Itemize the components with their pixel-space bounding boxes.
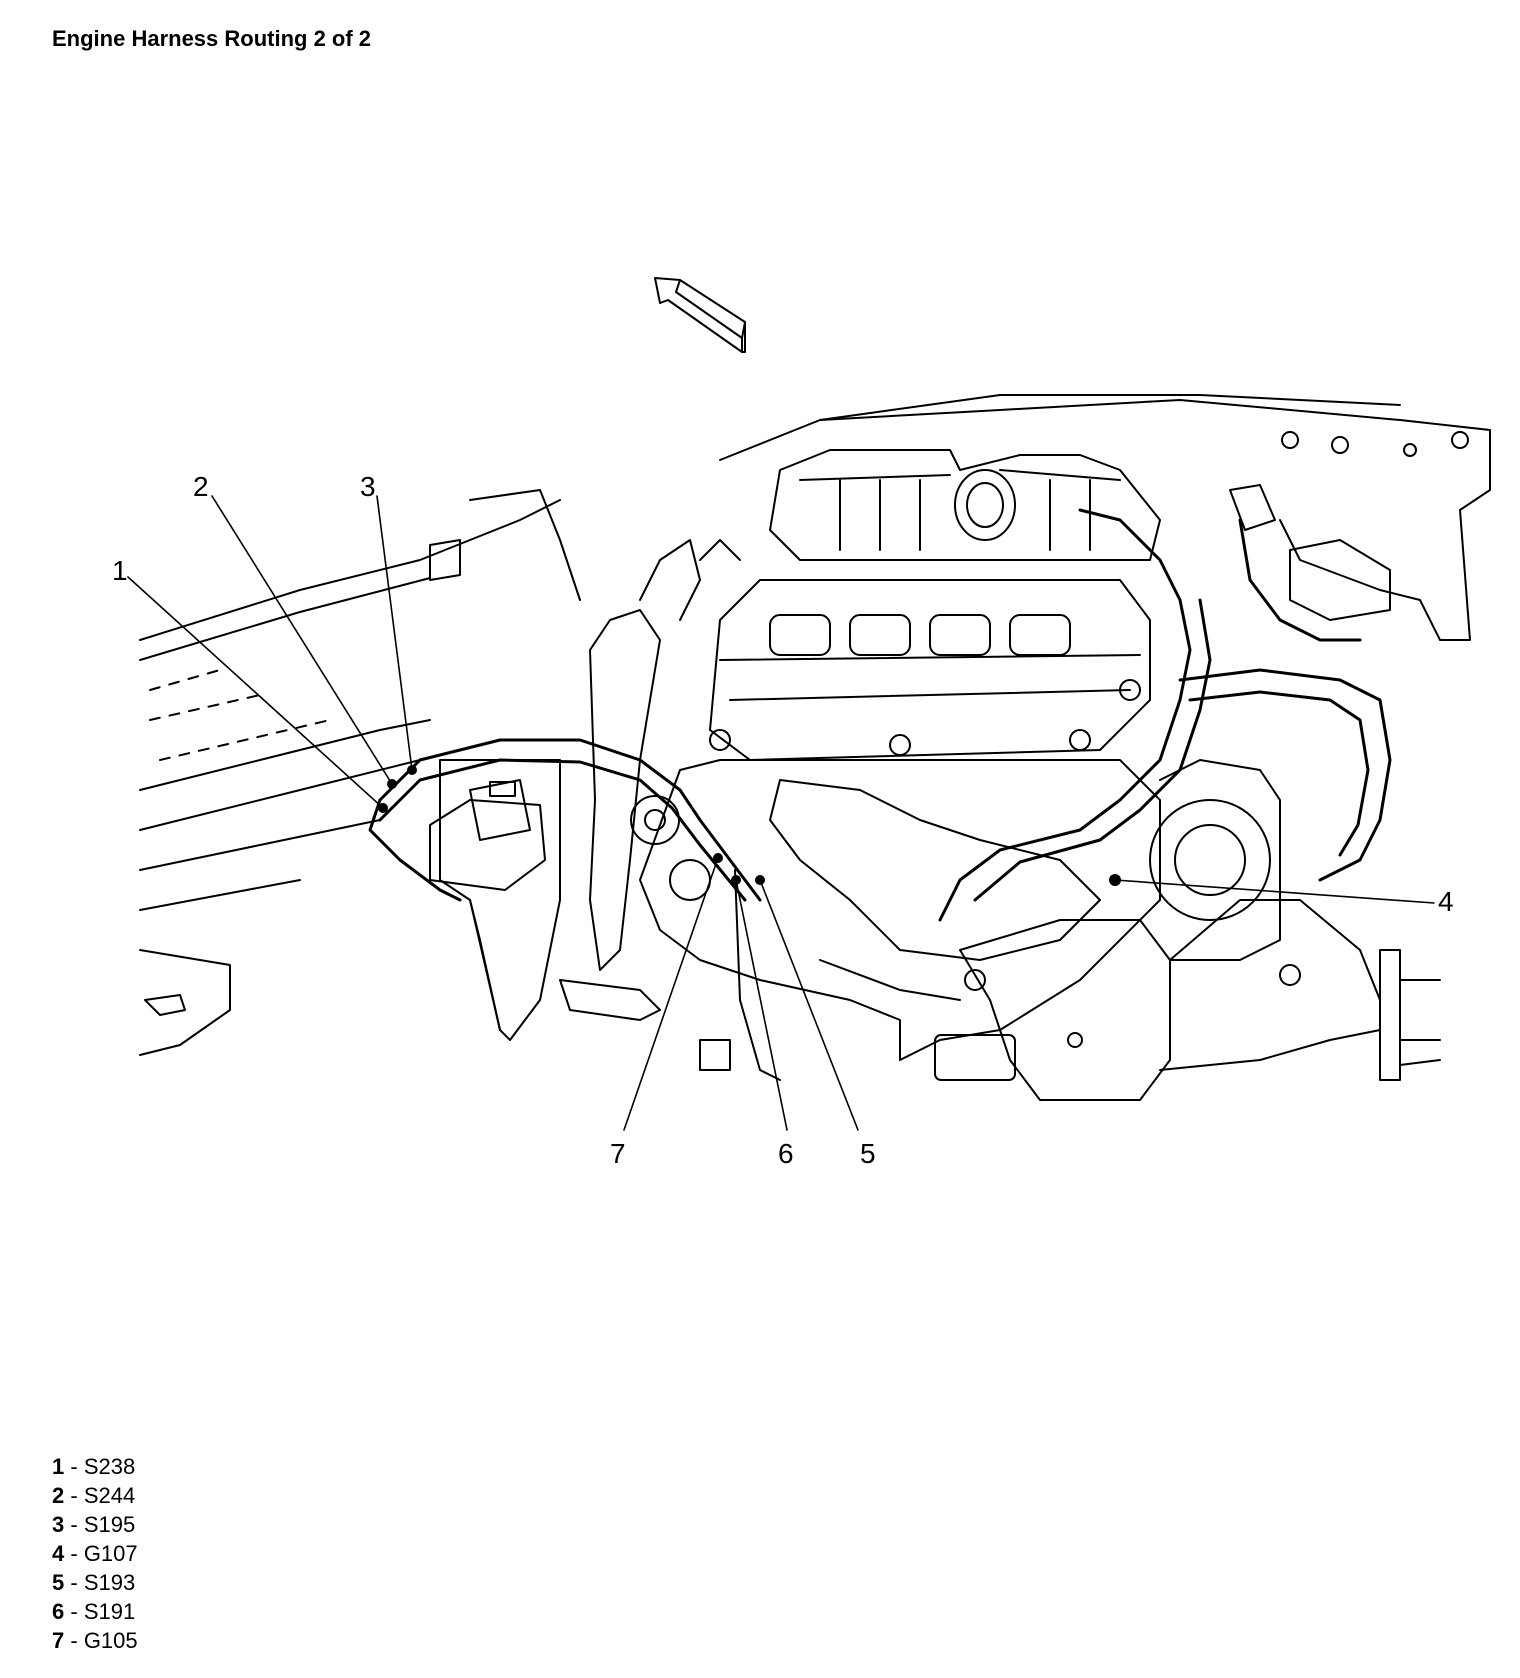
leader-lines (127, 495, 1435, 1131)
splice-point-5 (755, 875, 765, 885)
callout-6: 6 (778, 1138, 794, 1169)
callout-7: 7 (610, 1138, 626, 1169)
callout-2: 2 (193, 471, 209, 502)
ground-point-7 (713, 853, 723, 863)
splice-points (378, 765, 1121, 886)
fender-structure (139, 489, 581, 1056)
callout-1: 1 (112, 555, 128, 586)
splice-point-3 (407, 765, 417, 775)
splice-point-1 (378, 803, 388, 813)
engine-illustration (127, 277, 1491, 1131)
transmission-flange (1149, 759, 1281, 961)
direction-arrow-icon (654, 277, 746, 353)
cowl-panel (719, 394, 1491, 641)
intake-plenum (769, 449, 1161, 561)
legend: 1 - S238 2 - S244 3 - S195 4 - G107 5 - … (52, 1452, 138, 1655)
legend-item: 5 - S193 (52, 1570, 136, 1595)
legend-item: 7 - G105 (52, 1628, 138, 1653)
exhaust-manifold (769, 779, 1441, 1101)
callout-4: 4 (1438, 886, 1454, 917)
legend-item: 3 - S195 (52, 1512, 136, 1537)
legend-item: 6 - S191 (52, 1599, 136, 1624)
legend-item: 2 - S244 (52, 1483, 136, 1508)
cowl-connector (1229, 484, 1391, 621)
callout-5: 5 (860, 1138, 876, 1169)
connector-block (429, 781, 546, 891)
accessory-drive (559, 539, 781, 1081)
splice-point-2 (387, 779, 397, 789)
valve-cover (709, 579, 1151, 761)
splice-point-6 (731, 875, 741, 885)
legend-item: 1 - S238 (52, 1454, 136, 1479)
mount-bracket (439, 759, 561, 1041)
page-title: Engine Harness Routing 2 of 2 (52, 26, 372, 51)
ground-point-4 (1109, 874, 1121, 886)
wiring-harness (368, 508, 1392, 922)
callout-3: 3 (360, 471, 376, 502)
legend-item: 4 - G107 (52, 1541, 138, 1566)
